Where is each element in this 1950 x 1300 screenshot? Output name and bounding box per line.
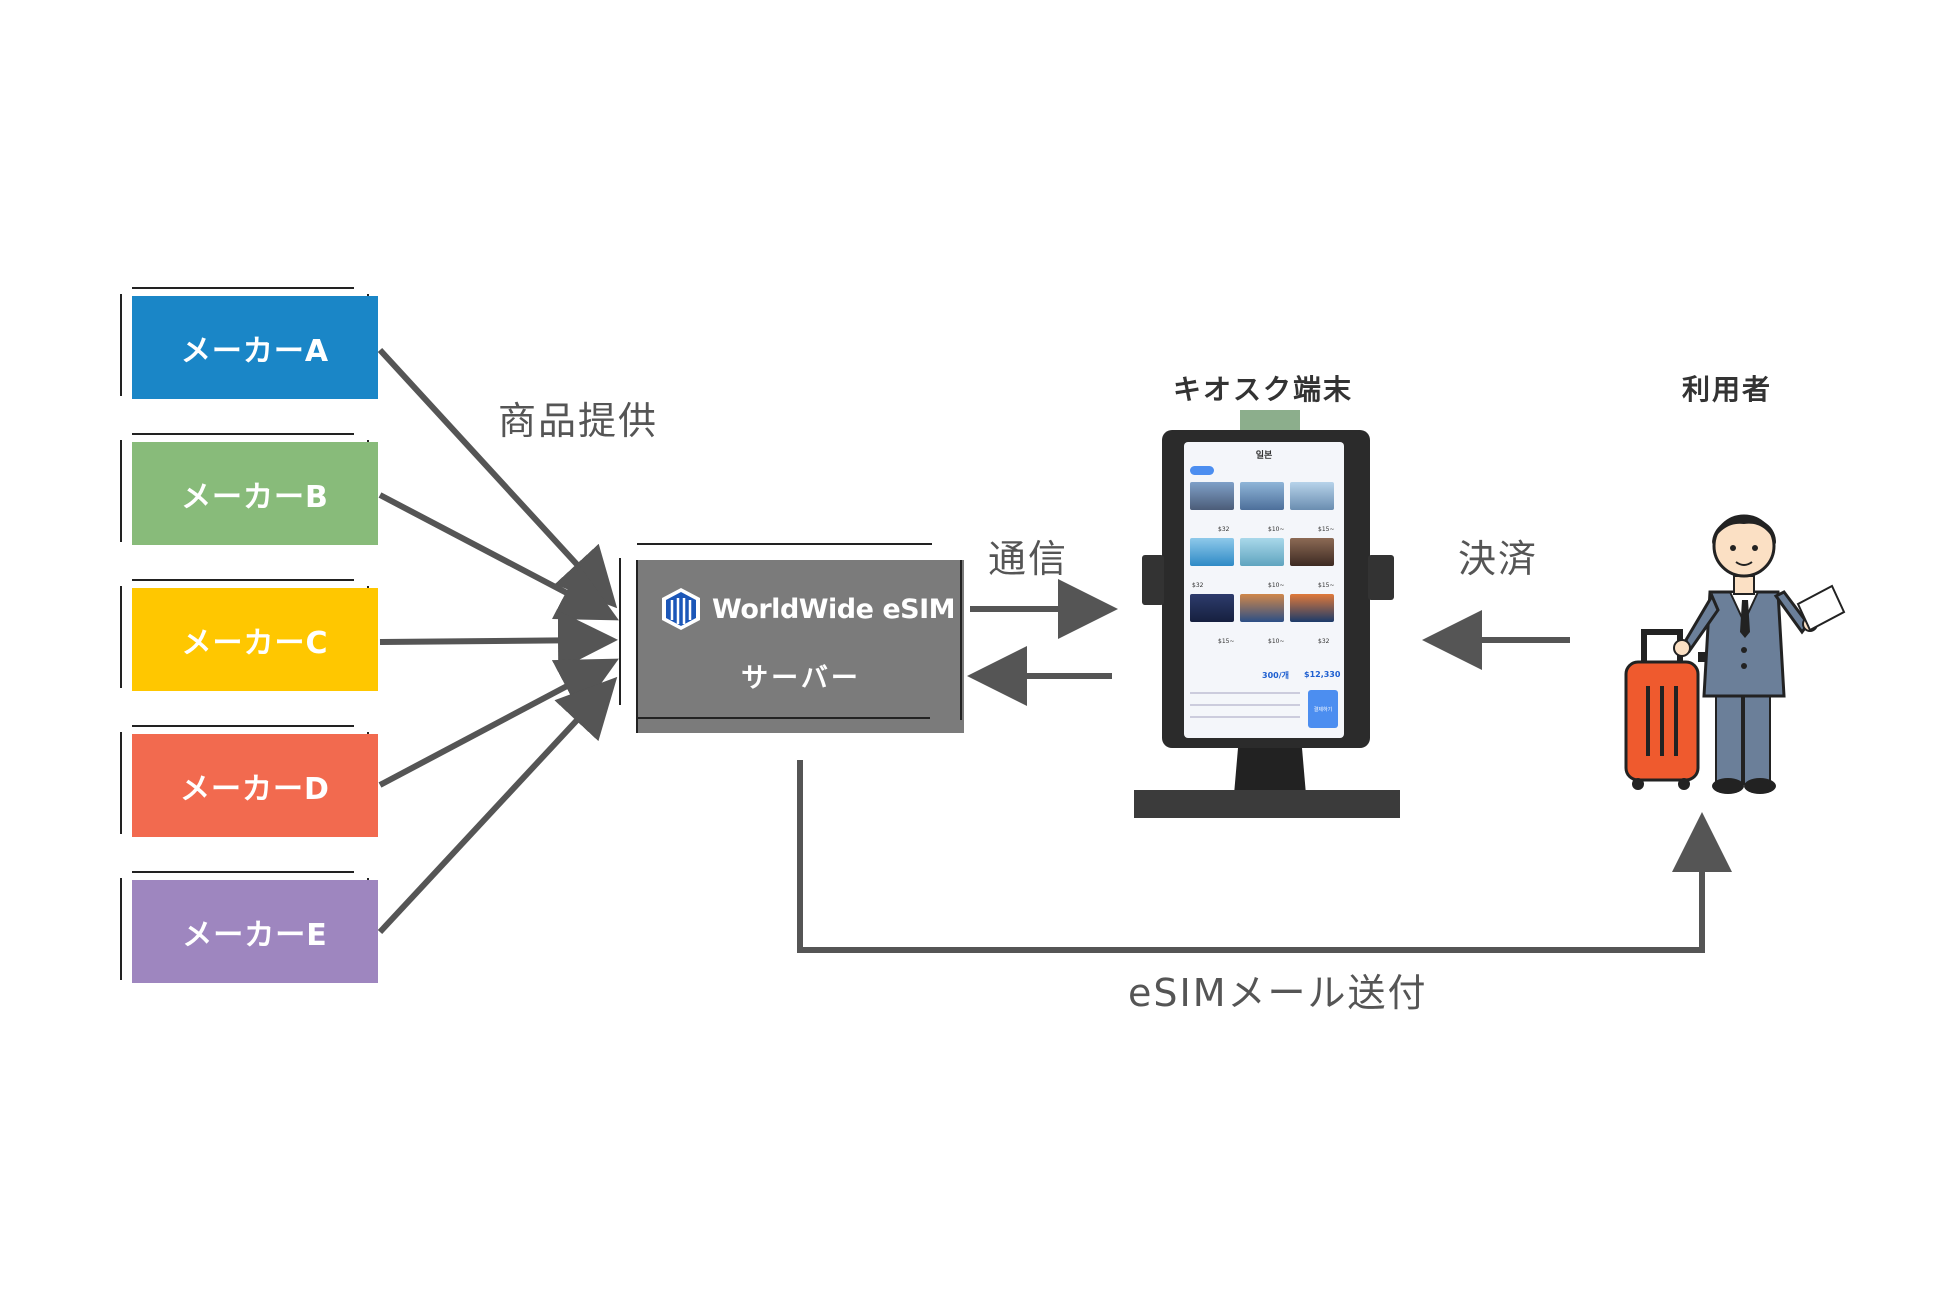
maker-a-box: メーカーA <box>132 296 378 399</box>
esim-mail-label: eSIMメール送付 <box>1128 971 1428 1015</box>
globe-logo-icon <box>662 588 700 630</box>
kiosk-terminal: 일본 $32 $10~ $15~ $32 $10~ $15~ $15~ $10~… <box>1130 410 1410 820</box>
price-5: $10~ <box>1268 582 1285 589</box>
kiosk-screen-title: 일본 <box>1255 451 1273 461</box>
maker-e-box: メーカーE <box>132 880 378 983</box>
server-logo-text: WorldWide eSIM <box>712 593 956 625</box>
communication-label: 通信 <box>988 537 1069 581</box>
arrow-maker-b <box>378 492 619 621</box>
payment-label: 決済 <box>1458 537 1539 581</box>
maker-d-label: メーカーD <box>180 771 330 807</box>
arrow-maker-c <box>379 610 618 671</box>
price-3: $15~ <box>1318 526 1335 533</box>
user-heading: 利用者 <box>1682 373 1773 406</box>
price-6: $15~ <box>1318 582 1335 589</box>
maker-b-box: メーカーB <box>132 442 378 545</box>
kiosk-total-price: $12,330 <box>1304 670 1341 679</box>
maker-e-label: メーカーE <box>182 917 328 953</box>
kiosk-heading: キオスク端末 <box>1173 373 1354 406</box>
price-4: $32 <box>1192 582 1204 589</box>
worldwide-esim-logo: WorldWide eSIM <box>658 586 956 632</box>
price-9: $32 <box>1318 638 1330 645</box>
maker-b-label: メーカーB <box>181 479 329 515</box>
arrow-maker-e <box>377 676 618 935</box>
price-8: $10~ <box>1268 638 1285 645</box>
server-box: WorldWide eSIM サーバー <box>636 560 964 733</box>
kiosk-screen: 일본 $32 $10~ $15~ $32 $10~ $15~ $15~ $10~… <box>1184 442 1344 738</box>
arrow-server-to-user <box>797 760 1732 953</box>
server-caption: サーバー <box>741 663 861 694</box>
price-1: $32 <box>1218 526 1230 533</box>
maker-d-box: メーカーD <box>132 734 378 837</box>
maker-c-label: メーカーC <box>181 625 329 661</box>
kiosk-total-count: 300/개 <box>1262 671 1289 680</box>
maker-a-label: メーカーA <box>180 333 330 369</box>
traveler-icon <box>1624 514 1846 794</box>
kiosk-pay-button[interactable]: 결제하기 <box>1308 690 1338 728</box>
price-2: $10~ <box>1268 526 1285 533</box>
product-supply-label: 商品提供 <box>498 399 659 443</box>
maker-c-box: メーカーC <box>132 588 378 691</box>
price-7: $15~ <box>1218 638 1235 645</box>
arrow-maker-a <box>377 347 618 609</box>
